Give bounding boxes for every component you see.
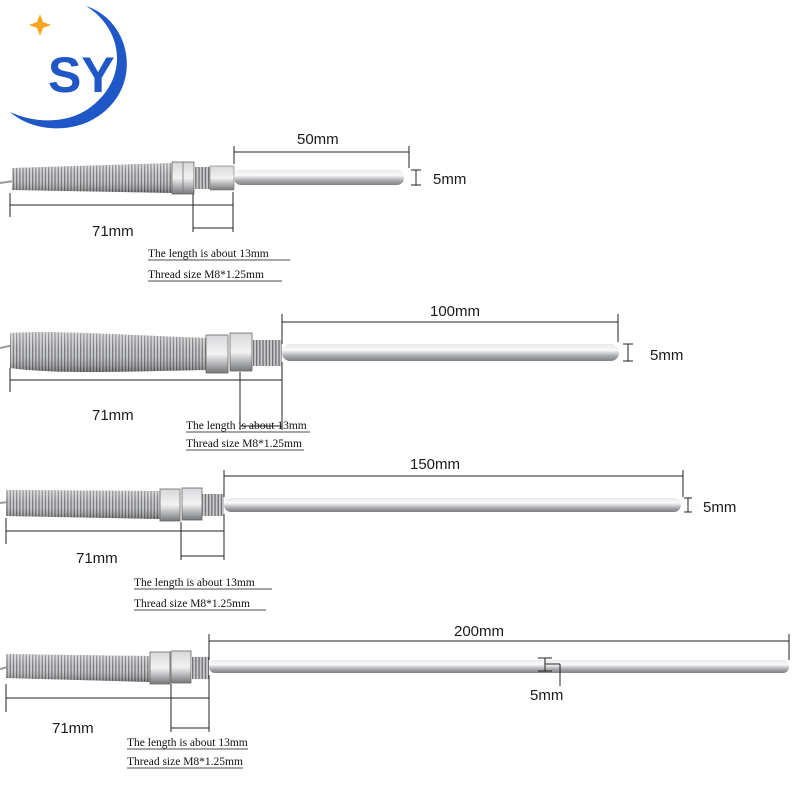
dimension-rod-length	[208, 634, 790, 660]
spring-shade	[6, 490, 160, 519]
dimension-rod-diameter	[684, 497, 692, 513]
dimension-thread-length	[192, 194, 233, 232]
hex-nut-2	[170, 650, 192, 684]
logo-text: SY	[48, 47, 115, 103]
rod-diameter-label: 5mm	[703, 499, 736, 516]
probe-100mm: 100mm 5mm 71mm The length is about 13mm …	[0, 303, 683, 451]
hex-nut	[149, 651, 171, 685]
hex-nut	[205, 334, 229, 374]
thread	[202, 494, 224, 516]
dimension-spring-length	[5, 514, 225, 560]
dimension-spring-length	[9, 192, 234, 232]
note-thread-length: The length is about 13mm	[186, 420, 307, 432]
probe-rod	[209, 660, 789, 673]
note-thread-length: The length is about 13mm	[148, 248, 269, 260]
dimension-rod-length	[223, 470, 684, 497]
note-thread-size: Thread size M8*1.25mm	[134, 598, 250, 610]
rod-diameter-label: 5mm	[433, 171, 466, 188]
spring-shade	[6, 654, 150, 682]
rod-length-label: 200mm	[454, 623, 504, 640]
dimension-spring-length	[5, 675, 210, 732]
rod-length-label: 100mm	[430, 303, 480, 320]
spring-length-label: 71mm	[92, 223, 134, 240]
dimension-rod-diameter	[623, 343, 633, 362]
brand-logo: SY	[10, 6, 127, 129]
note-thread-length: The length is about 13mm	[127, 737, 248, 749]
spring-length-label: 71mm	[76, 550, 118, 567]
probe-rod	[282, 344, 619, 361]
hex-nut-2	[229, 332, 253, 372]
thread	[252, 340, 282, 366]
note-thread-size: Thread size M8*1.25mm	[148, 269, 264, 281]
spring-shade	[10, 332, 208, 373]
spring-length-label: 71mm	[52, 720, 94, 737]
hex-nut-2	[181, 487, 203, 521]
probe-rod	[224, 498, 681, 512]
dimension-rod-diameter	[411, 169, 421, 186]
dimension-thread-length	[170, 684, 209, 732]
spring-shade	[12, 163, 172, 193]
spring-length-label: 71mm	[92, 407, 134, 424]
note-thread-size: Thread size M8*1.25mm	[186, 438, 302, 450]
thread	[191, 657, 209, 679]
note-thread-length: The length is about 13mm	[134, 577, 255, 589]
dimension-rod-diameter	[538, 657, 561, 686]
note-thread-size: Thread size M8*1.25mm	[127, 756, 243, 768]
probe-rod	[234, 170, 404, 185]
dimension-rod-length	[281, 314, 619, 344]
thread	[194, 167, 210, 189]
dimension-thread-length	[239, 372, 282, 430]
rod-diameter-label: 5mm	[650, 347, 683, 364]
dimension-thread-length	[180, 522, 224, 560]
probe-50mm: 50mm 5mm 71mm The length is about 13mm T…	[0, 131, 466, 282]
rod-length-label: 50mm	[297, 131, 339, 148]
probe-150mm: 150mm 5mm 71mm The length is about 13mm …	[0, 456, 736, 611]
fitting	[209, 165, 235, 191]
sparkle-icon	[29, 14, 51, 36]
rod-length-label: 150mm	[410, 456, 460, 473]
dimension-rod-length	[233, 146, 410, 168]
lead-wire	[0, 180, 15, 184]
dimension-spring-length	[9, 362, 283, 430]
rod-diameter-label: 5mm	[530, 687, 563, 704]
probe-200mm: 200mm 5mm 71mm The length is about 13mm …	[0, 623, 790, 769]
hex-nut	[159, 488, 181, 522]
